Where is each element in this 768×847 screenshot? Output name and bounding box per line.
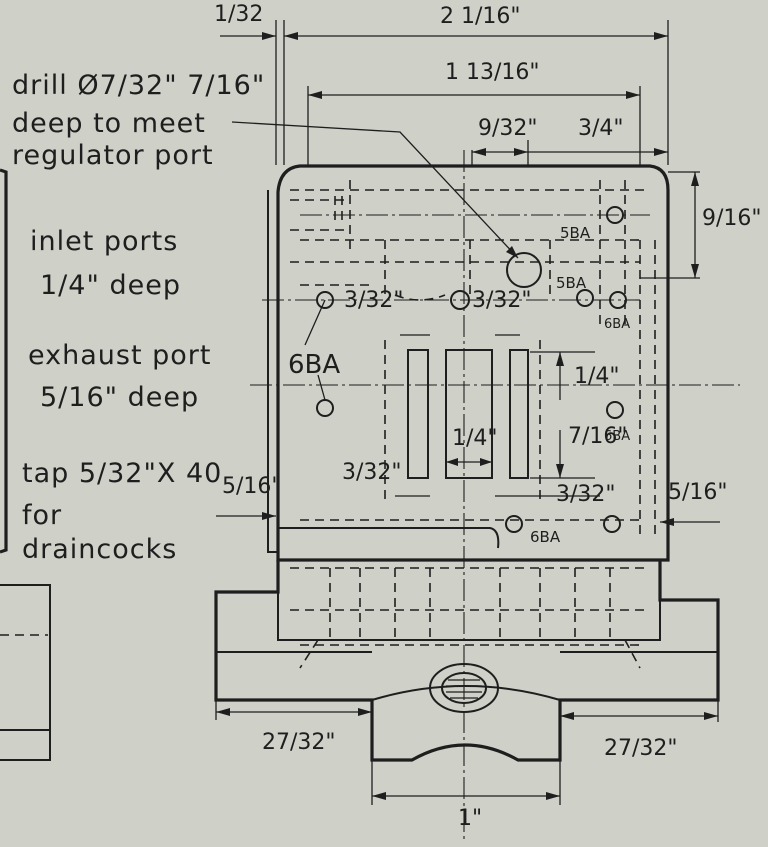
dim-1-inch: 1": [458, 806, 483, 831]
dim-27-32-left: 27/32": [262, 730, 336, 755]
dim-9-32-top: 9/32": [478, 116, 538, 141]
drill-note-line3: regulator port: [12, 140, 214, 171]
thread-5ba-mid: 5BA: [556, 274, 587, 292]
arrowheads: [216, 32, 718, 800]
dim-9-16: 9/16": [702, 206, 762, 231]
thread-6ba-left: 6BA: [288, 350, 341, 380]
dim-1-13-16: 1 13/16": [445, 60, 540, 85]
tap-note-line1: tap 5/32"X 40: [22, 458, 223, 489]
drill-note-line1: drill Ø7/32" 7/16": [12, 70, 266, 101]
thread-6ba-r2: 6BA: [604, 429, 631, 444]
port-slots: [407, 349, 529, 479]
drill-note-line2: deep to meet: [12, 108, 206, 139]
dim-3-32-lower-right: 3/32": [556, 482, 616, 507]
inlet-note-line2: 1/4" deep: [40, 270, 181, 301]
centre-lines: [250, 150, 740, 840]
tap-note-line2: for: [22, 500, 63, 531]
thread-6ba-r1: 6BA: [604, 317, 631, 332]
exhaust-note-line1: exhaust port: [28, 340, 212, 371]
exhaust-note-line2: 5/16" deep: [40, 382, 200, 413]
dim-5-16-left: 5/16": [222, 474, 282, 499]
dim-3-32-left: 3/32": [344, 288, 404, 313]
dim-1-4-center: 1/4": [452, 426, 498, 451]
thread-5ba-top: 5BA: [560, 224, 591, 242]
dim-1-32: 1/32: [214, 2, 264, 27]
valve-body-outline: [267, 164, 670, 562]
dim-3-32-mid: 3/32": [472, 288, 532, 313]
dimension-lines: [215, 20, 720, 805]
left-partial-view: [0, 168, 51, 761]
thread-6ba-bottom: 6BA: [530, 528, 561, 546]
tap-note-line3: draincocks: [22, 534, 178, 565]
dim-2-1-16: 2 1/16": [440, 4, 521, 29]
inlet-note-line1: inlet ports: [30, 226, 179, 257]
dim-5-16-right: 5/16": [668, 480, 728, 505]
dim-7-16: 7/16": [568, 424, 628, 449]
dim-3-32-lower-left: 3/32": [342, 460, 402, 485]
dim-27-32-right: 27/32": [604, 736, 678, 761]
dim-3-4: 3/4": [578, 116, 624, 141]
dim-1-4-right: 1/4": [574, 364, 620, 389]
